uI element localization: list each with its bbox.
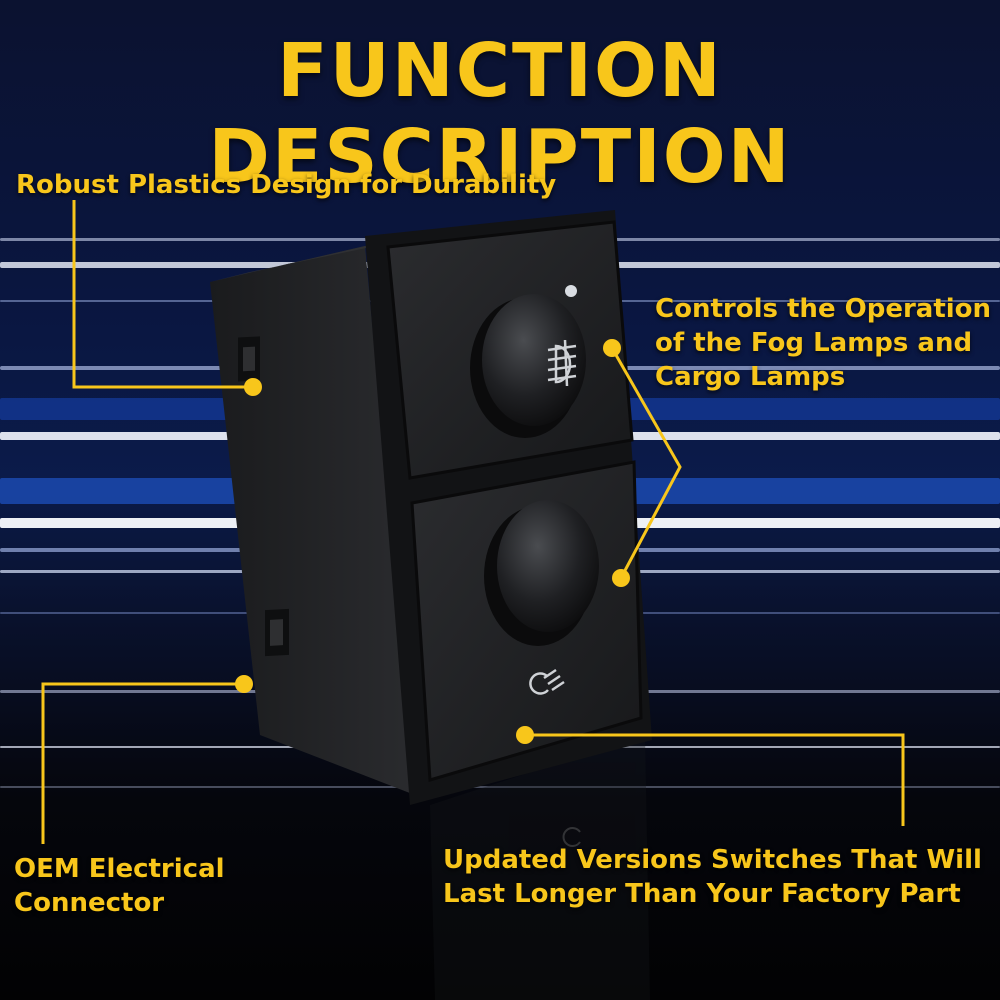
fog-lamp-icon xyxy=(547,339,577,387)
callout-text: Connector xyxy=(14,888,165,918)
switch-reflection xyxy=(430,735,650,1000)
page-title: FUNCTION DESCRIPTION xyxy=(208,28,792,200)
light-streak xyxy=(0,786,1000,788)
fog-lamp-knob[interactable] xyxy=(470,294,586,438)
callout-text: OEM Electrical xyxy=(14,854,225,884)
callout-text: Cargo Lamps xyxy=(655,362,846,392)
callout-text: of the Fog Lamps and xyxy=(655,328,973,358)
callout-text: Controls the Operation xyxy=(655,294,992,324)
cargo-lamp-knob[interactable] xyxy=(484,500,599,646)
callout-text: Robust Plastics Design for Durability xyxy=(16,170,557,200)
cargo-lamp-reflection-icon xyxy=(562,827,581,847)
callout-oem-connector: OEM Electrical Connector xyxy=(14,852,225,920)
cargo-lamp-icon xyxy=(529,668,565,695)
callout-text: Last Longer Than Your Factory Part xyxy=(443,879,961,909)
callout-text: Updated Versions Switches That Will xyxy=(443,845,982,875)
callout-fog-cargo-controls: Controls the Operation of the Fog Lamps … xyxy=(655,292,991,394)
callout-line-robust xyxy=(72,200,250,389)
callout-updated-versions: Updated Versions Switches That Will Last… xyxy=(443,843,982,911)
callout-line-updated xyxy=(525,733,905,826)
callout-robust-design: Robust Plastics Design for Durability xyxy=(16,168,556,202)
callout-line-controls-top xyxy=(610,347,682,579)
callout-dots xyxy=(235,339,630,744)
switch-housing-side xyxy=(210,246,415,795)
callout-lines xyxy=(41,200,905,844)
callout-line-oem xyxy=(41,682,244,844)
indicator-led xyxy=(565,285,577,297)
